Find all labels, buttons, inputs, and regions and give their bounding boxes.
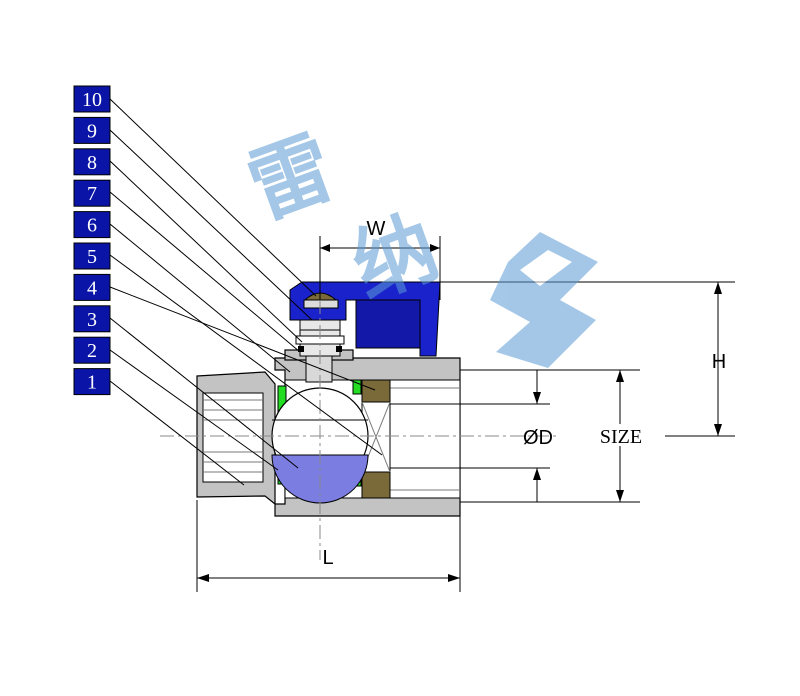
- callout-box-3: [73, 305, 111, 333]
- dimension-w-label: W: [367, 218, 386, 240]
- swirl-logo-icon: [490, 232, 598, 368]
- callout-box-2: [73, 336, 111, 364]
- callout-box-10: [73, 85, 111, 113]
- callout-number-4: 4: [87, 277, 97, 299]
- center-lines: [160, 250, 560, 560]
- dimension-l: L: [196, 500, 461, 592]
- callout-box-5: [73, 242, 111, 270]
- dimension-size-label: SIZE: [600, 426, 642, 448]
- dimension-l-label: L: [322, 547, 333, 569]
- callout-number-9: 9: [87, 120, 97, 142]
- dimension-od: ØD: [390, 370, 553, 502]
- callout-leaders: [109, 98, 383, 486]
- callout-box-1: [73, 368, 111, 396]
- right-thread-lines: [390, 387, 460, 491]
- dimension-od-label: ØD: [523, 427, 553, 449]
- callout-number-8: 8: [87, 152, 97, 174]
- svg-text:雷: 雷: [236, 119, 346, 236]
- callout-number-7: 7: [87, 183, 97, 205]
- callout-number-10: 10: [82, 89, 102, 111]
- callout-box-7: [73, 179, 111, 207]
- callout-list: 10 9 8 7 6 5 4 3 2 1: [73, 85, 111, 396]
- callout-number-5: 5: [87, 246, 97, 268]
- callout-number-2: 2: [87, 340, 97, 362]
- callout-box-4: [73, 273, 111, 301]
- callout-number-3: 3: [87, 309, 97, 331]
- dimension-h-label: H: [712, 351, 726, 373]
- callout-box-8: [73, 148, 111, 176]
- dimension-h: H: [440, 281, 735, 437]
- left-thread-lines: [203, 399, 263, 473]
- dimension-size: SIZE: [460, 369, 646, 503]
- callout-number-1: 1: [87, 372, 97, 394]
- dimension-w: W: [319, 218, 441, 300]
- callout-box-6: [73, 211, 111, 239]
- callout-box-9: [73, 116, 111, 144]
- callout-number-6: 6: [87, 215, 97, 237]
